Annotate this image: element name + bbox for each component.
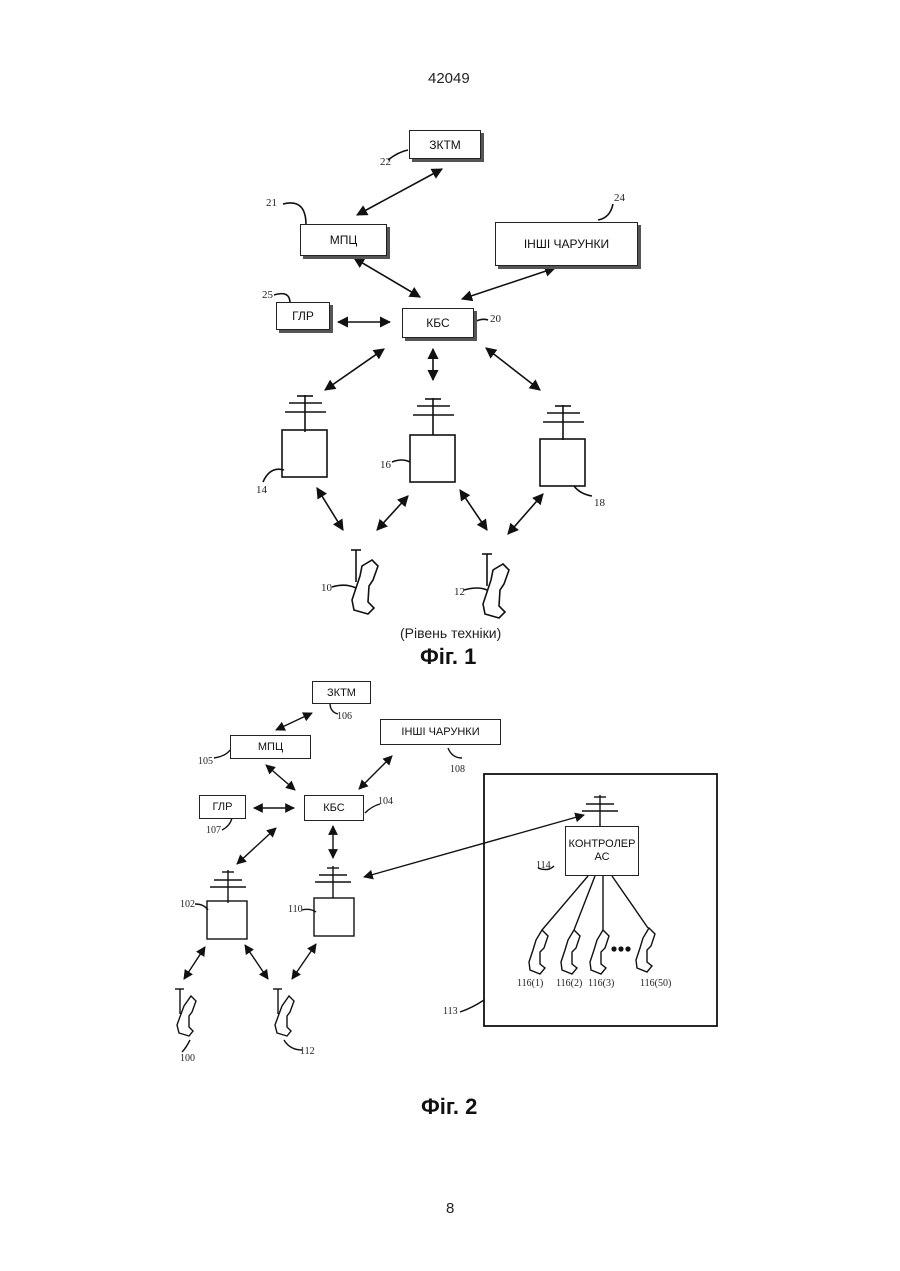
ref-hlr: 107 bbox=[206, 825, 221, 836]
ref-terminal-50: 116(50) bbox=[640, 978, 671, 989]
subscriber-controller-box: КОНТРОЛЕР АС bbox=[565, 826, 639, 876]
hlr-box: ГЛР bbox=[199, 795, 246, 819]
msc-box: МПЦ bbox=[230, 735, 311, 759]
figure-2-title: Фіг. 2 bbox=[421, 1094, 477, 1120]
ref-ms1: 100 bbox=[180, 1053, 195, 1064]
ref-terminal-2: 116(2) bbox=[556, 978, 582, 989]
other-cells-box: ІНШІ ЧАРУНКИ bbox=[380, 719, 501, 745]
terminal-phone-icon bbox=[561, 930, 580, 974]
ref-terminal-3: 116(3) bbox=[588, 978, 614, 989]
ref-bts2: 110 bbox=[288, 904, 303, 915]
ref-other-cells: 108 bbox=[450, 764, 465, 775]
link-other-bsc bbox=[359, 756, 392, 789]
controller-label-line2: АС bbox=[594, 851, 609, 864]
link-bts2-ms2 bbox=[292, 944, 316, 979]
ref-enclosure: 113 bbox=[443, 1006, 458, 1017]
mobile-phone-icon bbox=[175, 989, 196, 1036]
ref-msc: 105 bbox=[198, 756, 213, 767]
antenna-icon bbox=[210, 870, 246, 903]
terminal-phone-icon bbox=[590, 930, 609, 974]
link-bsc-bts1 bbox=[237, 828, 276, 864]
base-station-box bbox=[314, 898, 354, 936]
antenna-icon bbox=[582, 795, 618, 826]
bsc-box: КБС bbox=[304, 795, 364, 821]
link-bts1-ms2 bbox=[245, 945, 268, 979]
link-pstn-msc bbox=[276, 713, 312, 730]
link-msc-bsc bbox=[266, 765, 295, 790]
link-bts1-ms1 bbox=[184, 947, 205, 979]
terminal-phone-icon bbox=[529, 930, 548, 974]
terminal-phone-icon bbox=[636, 928, 655, 972]
controller-label-line1: КОНТРОЛЕР bbox=[569, 838, 636, 851]
antenna-icon bbox=[315, 866, 351, 898]
pstn-box: ЗКТМ bbox=[312, 681, 371, 704]
ref-ms2: 112 bbox=[300, 1046, 315, 1057]
base-station-box bbox=[207, 901, 247, 939]
ref-pstn: 106 bbox=[337, 711, 352, 722]
ref-terminal-1: 116(1) bbox=[517, 978, 543, 989]
mobile-phone-icon bbox=[273, 989, 294, 1036]
ref-bsc: 104 bbox=[378, 796, 393, 807]
ref-bts1: 102 bbox=[180, 899, 195, 910]
ref-controller: 114 bbox=[536, 860, 551, 871]
